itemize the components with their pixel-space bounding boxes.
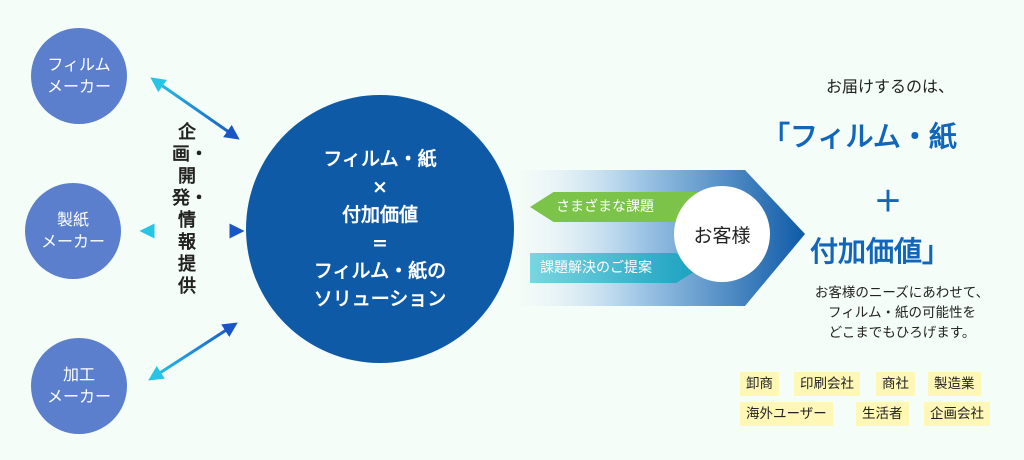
- chip-consumers: 生活者: [856, 402, 909, 426]
- chip-wholesaler: 卸商: [740, 372, 779, 396]
- maker-film-line2: メーカー: [46, 77, 111, 96]
- exchange-arrows: [139, 77, 245, 381]
- chip-printing-company: 印刷会社: [794, 372, 860, 396]
- description: お客様のニーズにあわせて、 フィルム・紙の可能性を どこまでもひろげます。: [788, 283, 1016, 343]
- maker-paper: 製紙 メーカー: [25, 183, 121, 279]
- chip-planning-company: 企画会社: [924, 402, 990, 426]
- arrow-bottom: [148, 322, 238, 381]
- maker-film: フィルム メーカー: [31, 28, 127, 124]
- center-line3: 付加価値: [341, 204, 418, 226]
- vertical-label: 企画・開発・情報提供: [172, 122, 208, 297]
- headline-plus: ＋: [874, 185, 903, 218]
- center-line4: =: [372, 232, 388, 254]
- maker-film-line1: フィルム: [47, 55, 111, 74]
- customer-circle: お客様: [674, 186, 770, 282]
- arrow-top: [150, 77, 240, 140]
- center-line1: フィルム・紙: [323, 148, 437, 170]
- tag-various-issues: さまざまな課題: [530, 192, 698, 222]
- headline-added-value: 付加価値」: [810, 235, 951, 268]
- chip-manufacturing: 製造業: [928, 372, 981, 396]
- center-line6: ソリューション: [313, 288, 447, 310]
- headline-film-paper: 「フィルム・紙: [762, 120, 957, 153]
- maker-processing-line1: 加工: [62, 365, 95, 384]
- chip-overseas-users: 海外ユーザー: [740, 402, 833, 426]
- maker-paper-line2: メーカー: [40, 232, 105, 251]
- chip-trading-company: 商社: [876, 372, 915, 396]
- maker-processing-line2: メーカー: [46, 387, 111, 406]
- center-circle: フィルム・紙 × 付加価値 = フィルム・紙の ソリューション: [246, 95, 514, 363]
- intro-text: お届けするのは、: [825, 77, 954, 96]
- desc-line3: どこまでもひろげます。: [828, 325, 976, 341]
- center-line2: ×: [372, 176, 388, 198]
- center-line5: フィルム・紙の: [313, 260, 447, 282]
- desc-line1: お客様のニーズにあわせて、: [814, 285, 990, 301]
- tag-solution-proposal: 課題解決のご提案: [530, 253, 700, 283]
- maker-processing: 加工 メーカー: [31, 338, 127, 434]
- desc-line2: フィルム・紙の可能性を: [828, 305, 976, 321]
- maker-paper-line1: 製紙: [56, 210, 89, 229]
